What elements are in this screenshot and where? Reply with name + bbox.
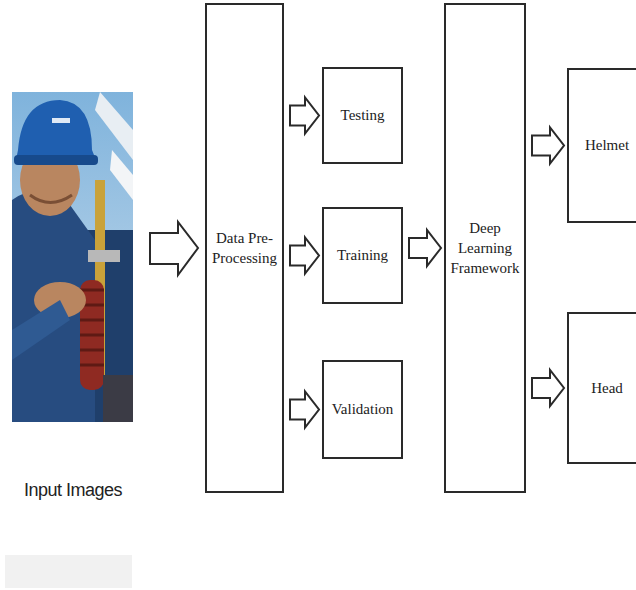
- grey-band: [5, 555, 132, 588]
- block-arrow: [290, 392, 319, 428]
- block-arrow: [409, 230, 441, 266]
- node-text: Head: [591, 378, 623, 398]
- class-box: Helmet: [567, 68, 636, 223]
- block-arrow: [532, 370, 564, 406]
- split-box: Validation: [322, 360, 403, 459]
- block-arrow: [290, 98, 319, 134]
- block-arrow: [290, 238, 319, 274]
- split-box: Training: [322, 207, 403, 304]
- node-text: Helmet: [585, 135, 629, 155]
- framework-box: Deep Learning Framework: [444, 3, 526, 493]
- node-text: Testing: [341, 105, 385, 125]
- node-text: Deep Learning Framework: [450, 218, 520, 279]
- block-arrow: [532, 128, 564, 164]
- process-box: Data Pre-Processing: [205, 3, 284, 493]
- input-arrow: [150, 222, 198, 275]
- class-box: Head: [567, 312, 636, 464]
- worker-photo: [12, 92, 133, 422]
- node-text: Training: [337, 245, 388, 265]
- node-text: Data Pre-Processing: [211, 228, 278, 269]
- node-text: Validation: [332, 399, 394, 419]
- split-box: Testing: [322, 67, 403, 164]
- image-caption: Input Images: [8, 480, 138, 501]
